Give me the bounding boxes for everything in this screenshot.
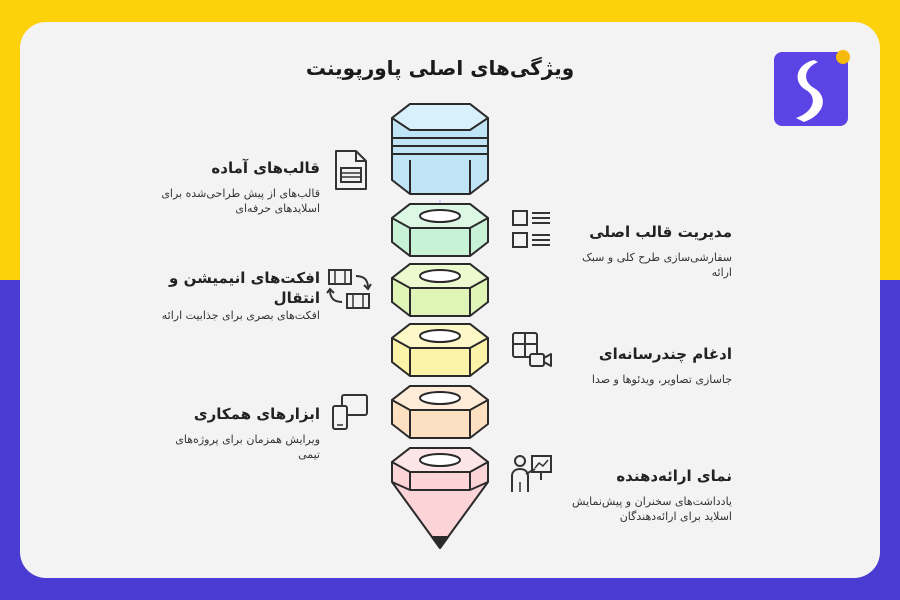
- slides-layout-icon: [512, 210, 550, 248]
- feature-desc: افکت‌های بصری برای جذابیت ارائه: [161, 309, 320, 322]
- feature-heading: مدیریت قالب اصلی: [589, 223, 732, 241]
- stack-top-cylinder: [391, 103, 489, 195]
- feature-collab: ابزارهای همکاری ویرایش همزمان برای پروژه…: [150, 404, 320, 462]
- presenter-icon: [511, 455, 552, 492]
- multimedia-icon: [512, 332, 552, 367]
- document-icon: [335, 150, 367, 190]
- feature-presenter: نمای ارائه‌دهنده یادداشت‌های سخنران و پی…: [562, 466, 732, 524]
- feature-templates: قالب‌های آماده قالب‌های از پیش طراحی‌شده…: [150, 158, 320, 216]
- feature-desc: سفارشی‌سازی طرح کلی و سبک ارائه: [582, 251, 732, 279]
- feature-heading: قالب‌های آماده: [211, 159, 320, 177]
- film-transition-icon: [326, 269, 372, 309]
- page-title: ویژگی‌های اصلی پاورپوینت: [305, 56, 575, 80]
- feature-master: مدیریت قالب اصلی سفارشی‌سازی طرح کلی و س…: [562, 222, 732, 280]
- stack-nut-3: [391, 323, 489, 377]
- stack-nut-4: [391, 385, 489, 439]
- feature-heading: افکت‌های انیمیشن و انتقال: [169, 269, 320, 307]
- feature-heading: ابزارهای همکاری: [193, 405, 320, 423]
- devices-icon: [332, 394, 368, 430]
- feature-multimedia: ادغام چندرسانه‌ای جاسازی تصاویر، ویدئوها…: [562, 344, 732, 387]
- feature-animation: افکت‌های انیمیشن و انتقال افکت‌های بصری …: [150, 268, 320, 323]
- stack-nut-2: [391, 263, 489, 317]
- stack-nut-1: [391, 203, 489, 257]
- feature-heading: ادغام چندرسانه‌ای: [598, 345, 732, 363]
- feature-desc: ویرایش همزمان برای پروژه‌های تیمی: [175, 433, 320, 461]
- logo-dot: [836, 50, 850, 64]
- brand-logo: [774, 52, 848, 126]
- feature-heading: نمای ارائه‌دهنده: [616, 467, 732, 485]
- feature-desc: قالب‌های از پیش طراحی‌شده برای اسلایدهای…: [161, 187, 320, 215]
- brand-logo-icon: [796, 60, 823, 122]
- stack-bottom-cone: [391, 447, 489, 549]
- feature-desc: جاسازی تصاویر، ویدئوها و صدا: [591, 373, 732, 386]
- feature-desc: یادداشت‌های سخنران و پیش‌نمایش اسلاید بر…: [572, 495, 732, 523]
